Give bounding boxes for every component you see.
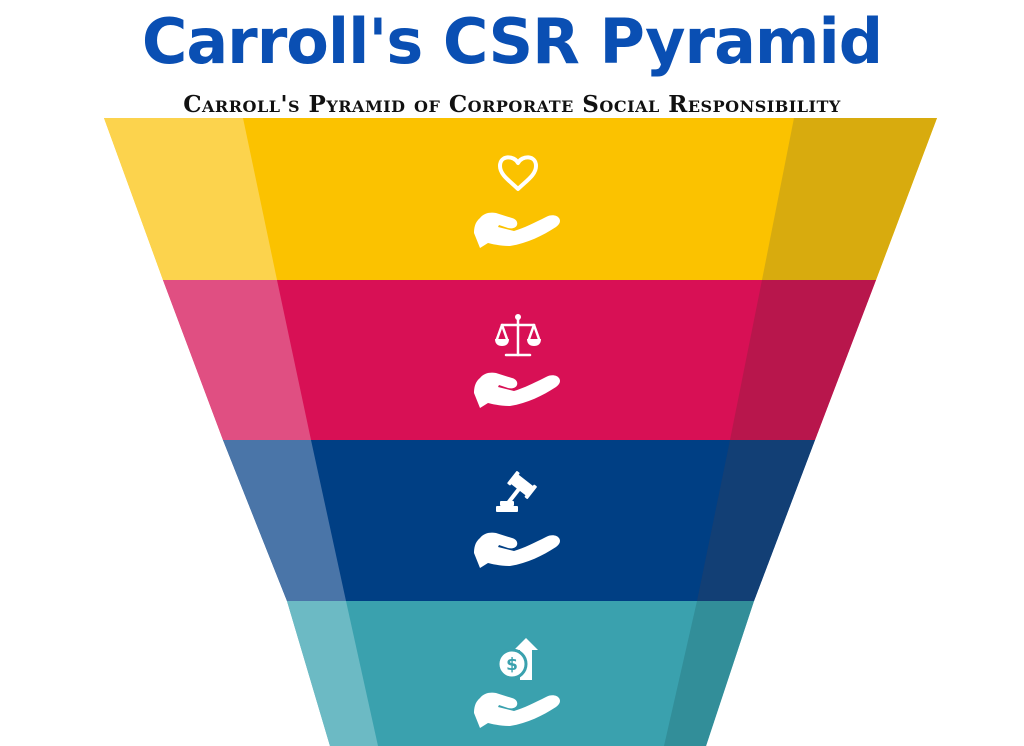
layer-3-left-facet (223, 440, 346, 601)
pyramid-layer-4: $ (287, 601, 754, 746)
page-subtitle: Carroll's Pyramid of Corporate Social Re… (183, 91, 841, 118)
layer-1-right-facet (762, 118, 937, 280)
money-growth-in-hand-icon: $ (474, 638, 560, 728)
layer-4-left-facet (287, 601, 378, 746)
layer-2-right-facet (730, 280, 876, 440)
scales-in-hand-icon (474, 314, 560, 408)
layer-3-right-facet (697, 440, 815, 601)
svg-text:$: $ (506, 655, 518, 675)
layer-2-band (163, 280, 876, 440)
pyramid-layer-2 (163, 280, 876, 440)
pyramid-layer-3 (223, 440, 815, 601)
gavel-in-hand-icon (474, 471, 560, 568)
layer-2-left-facet (163, 280, 311, 440)
layer-1-left-facet (104, 118, 277, 280)
layer-1-band (104, 118, 937, 280)
layer-4-right-facet (664, 601, 754, 746)
layer-3-band (223, 440, 815, 601)
pyramid-layer-1 (104, 118, 937, 280)
heart-in-hand-icon (474, 155, 560, 248)
page-title: Carroll's CSR Pyramid (141, 5, 883, 78)
